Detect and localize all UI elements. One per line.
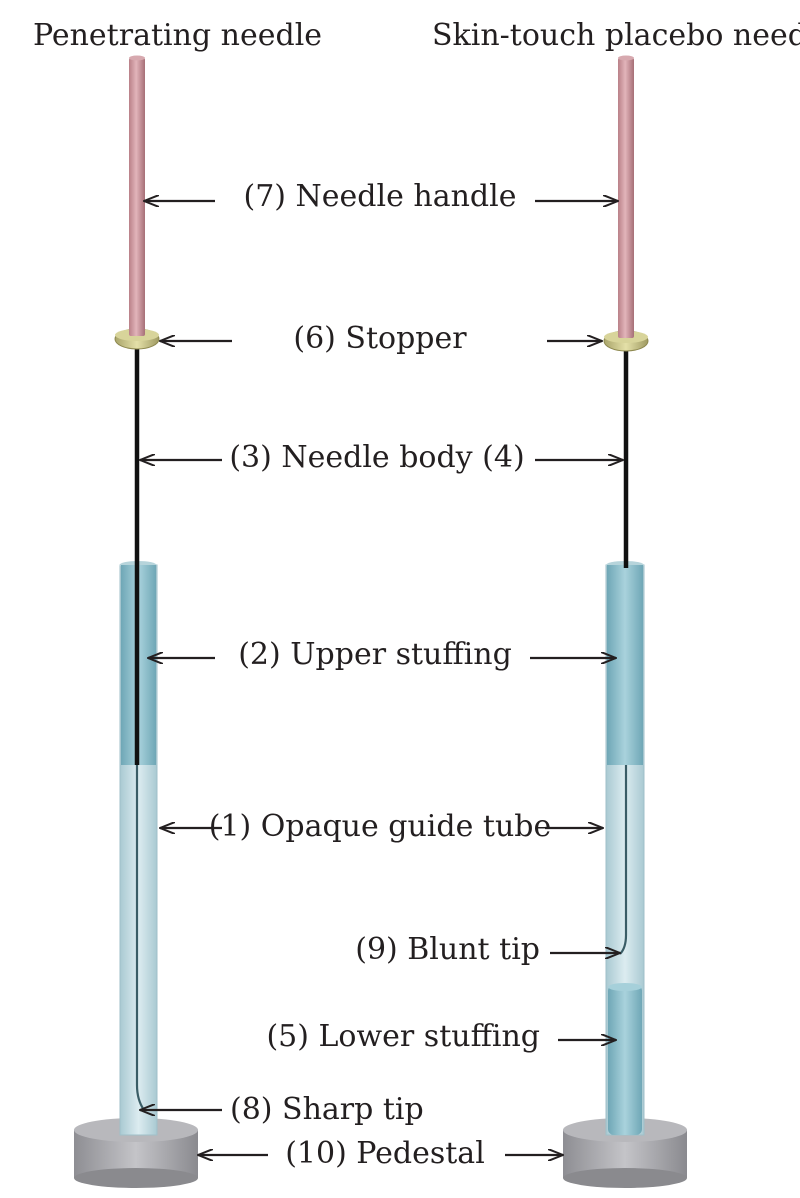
label-upper-stuffing: (2) Upper stuffing	[238, 637, 512, 672]
label-guide-tube: (1) Opaque guide tube	[209, 809, 551, 844]
label-blunt-tip: (9) Blunt tip	[355, 932, 540, 967]
label-stopper: (6) Stopper	[293, 321, 467, 356]
header-penetrating-needle: Penetrating needle	[33, 18, 322, 53]
needle-shaft-in-tube-right	[619, 765, 628, 955]
needle-handle-left	[129, 58, 145, 336]
label-pedestal: (10) Pedestal	[285, 1136, 485, 1171]
label-lower-stuffing: (5) Lower stuffing	[266, 1019, 540, 1054]
needle-handle-right	[618, 58, 634, 338]
upper-stuffing-right	[607, 565, 643, 765]
header-placebo-needle: Skin-touch placebo needle	[432, 18, 800, 53]
label-sharp-tip: (8) Sharp tip	[230, 1092, 424, 1127]
label-needle-handle: (7) Needle handle	[244, 179, 517, 214]
lower-stuffing-right	[608, 985, 642, 1135]
penetrating-needle	[74, 55, 198, 1188]
placebo-needle	[563, 55, 687, 1188]
label-needle-body: (3) Needle body (4)	[229, 440, 524, 475]
pedestal-left	[74, 1118, 198, 1188]
